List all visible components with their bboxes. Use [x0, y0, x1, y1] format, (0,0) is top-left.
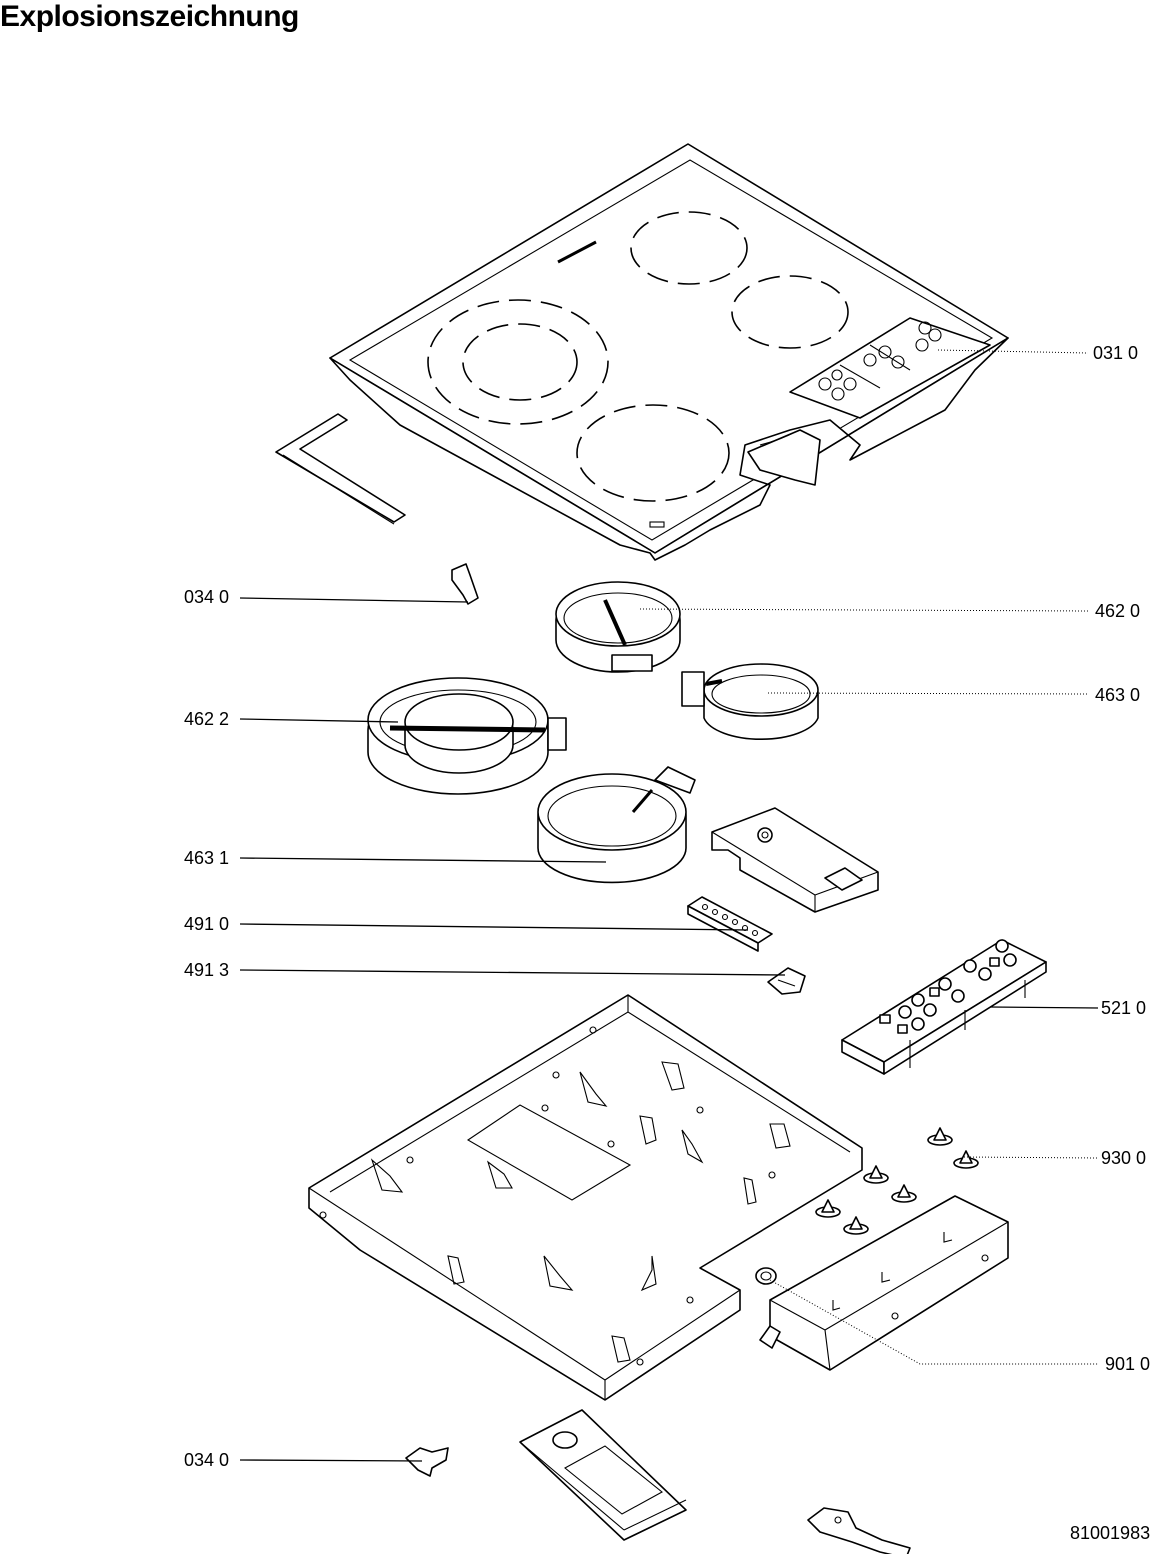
- clip-034-0-top: [451, 563, 479, 605]
- terminal-block-491-0: [687, 896, 773, 952]
- label-034-0-bottom: 034 0: [184, 1450, 230, 1470]
- leader-lines: [239, 349, 1099, 1462]
- label-462-2: 462 2: [184, 709, 230, 729]
- label-462-0: 462 0: [1095, 601, 1141, 621]
- label-930-0: 930 0: [1101, 1148, 1147, 1168]
- heater-463-1: [537, 766, 696, 884]
- clip-034-0-bottom: [405, 1447, 449, 1477]
- label-491-0: 491 0: [184, 914, 230, 934]
- heater-462-2: [367, 677, 567, 795]
- control-board-521-0: [841, 939, 1047, 1075]
- label-901-0: 901 0: [1105, 1354, 1151, 1374]
- bottom-tray: [308, 994, 863, 1401]
- label-491-3: 491 3: [184, 960, 230, 980]
- feet-930-0: [815, 1127, 979, 1235]
- cover-plate: [519, 1409, 687, 1541]
- label-521-0: 521 0: [1101, 998, 1147, 1018]
- label-463-0: 463 0: [1095, 685, 1141, 705]
- label-031-0: 031 0: [1093, 343, 1139, 363]
- heater-462-0: [555, 581, 681, 673]
- seal-strip: [275, 413, 406, 523]
- clip-491-3: [767, 967, 806, 995]
- heater-463-0: [681, 663, 819, 740]
- drawing-number: 81001983: [1070, 1523, 1151, 1543]
- hinge-bracket: [807, 1507, 911, 1554]
- page-title: Explosionszeichnung: [0, 0, 299, 33]
- label-463-1: 463 1: [184, 848, 230, 868]
- cover-channel: [769, 1195, 1009, 1371]
- part-glass-top: [329, 143, 1009, 561]
- label-034-0-top: 034 0: [184, 587, 230, 607]
- control-bracket: [711, 807, 879, 913]
